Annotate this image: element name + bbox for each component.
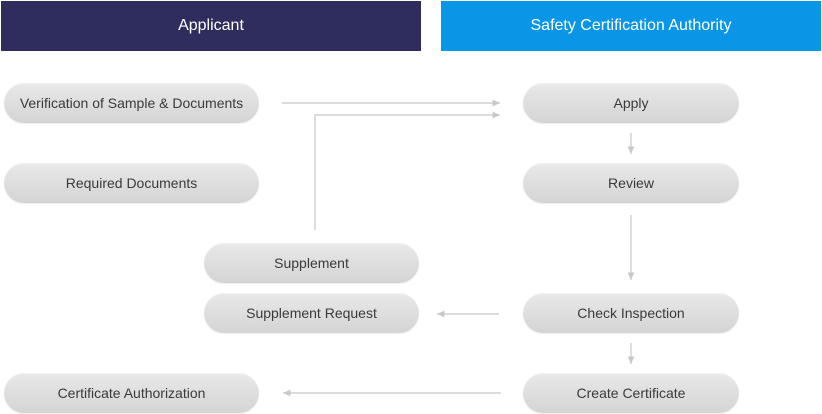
node-check-inspection-label: Check Inspection [577, 305, 685, 321]
node-verification-label: Verification of Sample & Documents [19, 95, 244, 111]
node-check-inspection: Check Inspection [523, 293, 739, 333]
node-apply-label: Apply [613, 95, 649, 111]
node-apply: Apply [523, 83, 739, 123]
authority-header-label: Safety Certification Authority [530, 17, 732, 34]
node-certificate-authorization-label: Certificate Authorization [57, 385, 206, 401]
node-review-label: Review [608, 175, 654, 191]
node-certificate-authorization: Certificate Authorization [4, 373, 259, 413]
node-supplement-request: Supplement Request [204, 293, 419, 333]
applicant-header-label: Applicant [178, 17, 244, 34]
node-create-certificate-label: Create Certificate [576, 385, 686, 401]
node-supplement: Supplement [204, 243, 419, 283]
authority-header: Safety Certification Authority [441, 1, 821, 51]
node-verification: Verification of Sample & Documents [4, 83, 259, 123]
node-create-certificate: Create Certificate [523, 373, 739, 413]
node-supplement-request-label: Supplement Request [246, 305, 377, 321]
node-review: Review [523, 163, 739, 203]
arrow-supplement-to-apply [314, 111, 500, 230]
node-required-documents-label: Required Documents [65, 175, 198, 191]
node-supplement-label: Supplement [274, 255, 349, 271]
applicant-header: Applicant [1, 1, 421, 51]
node-required-documents: Required Documents [4, 163, 259, 203]
